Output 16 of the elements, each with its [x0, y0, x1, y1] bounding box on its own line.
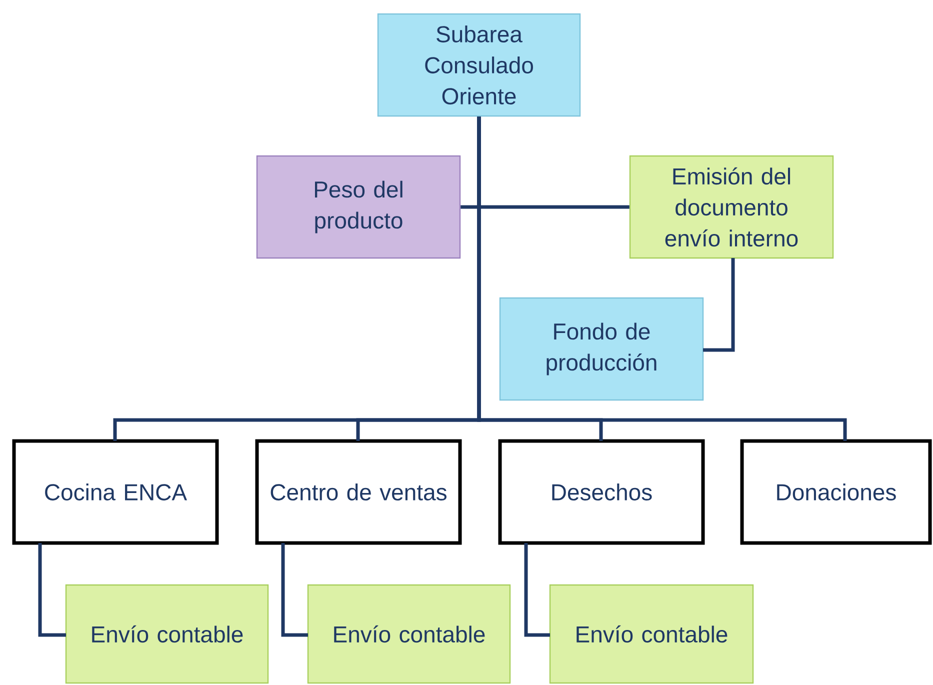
connector-line	[524, 543, 550, 637]
process-box: Fondo de producción	[499, 297, 704, 401]
process-box: Emisión del documento envío interno	[629, 155, 834, 259]
process-box: Cocina ENCA	[12, 439, 219, 545]
process-box: Envío contable	[307, 584, 511, 684]
connector-line	[477, 116, 847, 441]
process-box: Subarea Consulado Oriente	[377, 13, 581, 117]
connector-line	[703, 258, 735, 352]
connector-line	[38, 543, 66, 637]
process-box: Centro de ventas	[255, 439, 462, 545]
connector-line	[281, 543, 308, 637]
process-box: Desechos	[498, 439, 705, 545]
process-box: Donaciones	[740, 439, 932, 545]
process-box: Envío contable	[65, 584, 269, 684]
process-box: Envío contable	[549, 584, 754, 684]
process-box: Peso del producto	[256, 155, 461, 259]
